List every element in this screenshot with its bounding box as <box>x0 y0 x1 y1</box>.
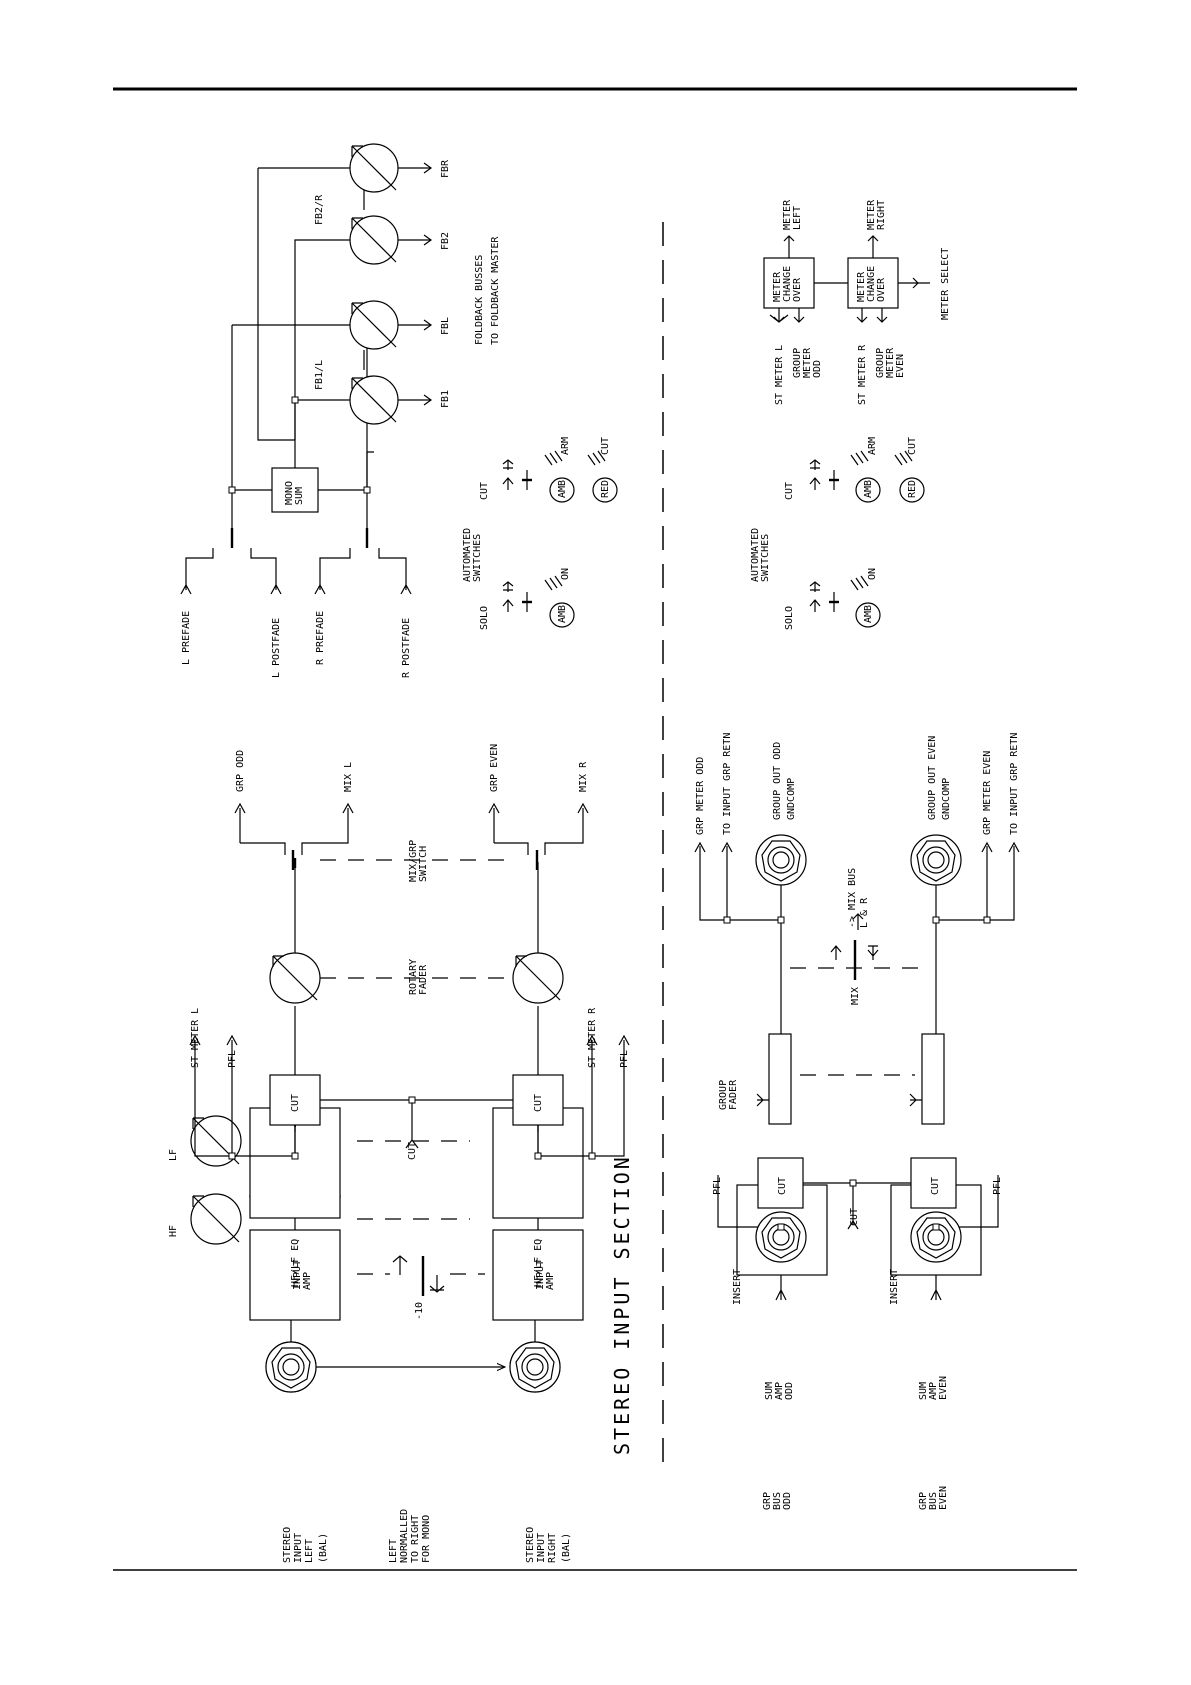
grp-bus-even-label: GRP BUS EVEN <box>918 1486 949 1510</box>
fb2-label: FB2 <box>440 232 451 250</box>
sum-amp-even-label: SUM AMP EVEN <box>918 1376 949 1400</box>
insert-jack-odd <box>755 1211 807 1263</box>
to-input-grp-retn-odd: TO INPUT GRP RETN <box>722 733 733 835</box>
on-label-1: ON <box>560 568 571 580</box>
on-label-2: ON <box>867 568 878 580</box>
stereo-input-block: STEREO INPUT LEFT (BAL) LEFT NORMALLED T… <box>249 1195 584 1563</box>
group-out-odd-label: GROUP OUT ODD GNDCOMP <box>772 736 797 820</box>
group-cut-bus-label: CUT <box>849 1208 860 1226</box>
input-amp-left-label: INPUTAMP <box>292 1260 313 1290</box>
mix-r-label: MIX R <box>578 761 589 792</box>
amb-led-1: AMB <box>557 605 568 623</box>
grp-meter-odd-label: GRP METER ODD <box>695 757 706 835</box>
l-prefade-label: L PREFADE <box>181 611 192 665</box>
group-out-odd-jack <box>755 834 807 886</box>
pad-label: -10 <box>414 1302 425 1320</box>
cut-label-left: CUT <box>290 1094 301 1112</box>
l-postfade-label: L POSTFADE <box>271 618 282 678</box>
mix-switch-label: MIX <box>850 987 861 1005</box>
group-out-even-jack <box>910 834 962 886</box>
input-right-label: STEREO INPUT RIGHT (BAL) <box>525 1521 572 1563</box>
grp-bus-odd-label: GRP BUS ODD <box>762 1486 793 1510</box>
sum-amp-odd-label: SUM AMP ODD <box>764 1376 795 1400</box>
pfl-right-label: PFL <box>619 1050 630 1068</box>
meter-grp-even: GROUP METER EVEN <box>875 342 906 378</box>
lf-label: LF <box>168 1149 179 1161</box>
meter-changeover-2: METER CHANGE OVER <box>856 260 887 302</box>
pfl-left-label: PFL <box>227 1050 238 1068</box>
amb-led-4: AMB <box>863 480 874 498</box>
insert-even-label: INSERT <box>889 1269 900 1305</box>
fbl-label: FBL <box>440 317 451 335</box>
arm-label-1: ARM <box>560 437 571 455</box>
group-fader-label: GROUP FADER <box>718 1074 739 1110</box>
cut-bus-label: CUT <box>407 1142 418 1160</box>
fb1-l-label: FB1/L <box>314 360 325 390</box>
amb-led-3: AMB <box>863 605 874 623</box>
group-cut-odd-label: CUT <box>777 1177 788 1195</box>
group-pfl-even-label: PFL <box>992 1177 1003 1195</box>
red-led-2: RED <box>907 480 918 498</box>
insert-jack-even <box>910 1211 962 1263</box>
fb1-label: FB1 <box>440 390 451 408</box>
cut-switch-label-2: CUT <box>784 482 795 500</box>
to-input-grp-retn-even: TO INPUT GRP RETN <box>1009 733 1020 835</box>
input-left-label: STEREO INPUT LEFT (BAL) <box>282 1521 329 1563</box>
red-led-1: RED <box>600 480 611 498</box>
meter-select-label: METER SELECT <box>940 248 951 320</box>
group-pfl-odd-label: PFL <box>712 1177 723 1195</box>
solo-label: SOLO <box>479 606 490 630</box>
grp-even-label: GRP EVEN <box>489 744 500 792</box>
meter-right-label: METER RIGHT <box>866 194 887 230</box>
group-out-even-label: GROUP OUT EVEN GNDCOMP <box>927 730 952 820</box>
cut-led-label-2: CUT <box>907 437 918 455</box>
input-amp-right-label: INPUTAMP <box>535 1260 556 1290</box>
normalled-label: LEFT NORMALLED TO RIGHT FOR MONO <box>388 1503 432 1563</box>
mix-l-label: MIX L <box>343 762 354 792</box>
meter-grp-odd: GROUP METER ODD <box>792 342 823 378</box>
mix-bus-label: -> MIX BUS L & R <box>847 862 870 928</box>
meter-st-r: ST METER R <box>857 344 868 405</box>
meter-changeover-1: METER CHANGE OVER <box>772 260 803 302</box>
group-cut-even-label: CUT <box>930 1177 941 1195</box>
input-amp-right <box>492 1229 584 1321</box>
cut-led-label-1: CUT <box>600 437 611 455</box>
insert-odd-label: INSERT <box>732 1269 743 1305</box>
st-meter-l-label: ST METER L <box>190 1008 201 1068</box>
arm-label-2: ARM <box>867 437 878 455</box>
section-title: STEREO INPUT SECTION <box>610 1154 634 1455</box>
cut-label-right: CUT <box>533 1094 544 1112</box>
grp-meter-even-label: GRP METER EVEN <box>982 751 993 835</box>
r-prefade-label: R PREFADE <box>315 611 326 665</box>
auto-switches-label-2: AUTOMATED SWITCHES <box>750 522 771 582</box>
r-postfade-label: R POSTFADE <box>401 618 412 678</box>
cut-switch-label: CUT <box>479 482 490 500</box>
meter-st-l: ST METER L <box>774 345 785 405</box>
mix-grp-switch-label: MIX/GRP SWITCH <box>408 834 429 882</box>
meter-left-label: METER LEFT <box>782 194 803 230</box>
foldback-busses-label: FOLDBACK BUSSES TO FOLDBACK MASTER <box>474 236 501 345</box>
eq-right-label: HF/LF EQ <box>533 1239 544 1287</box>
st-meter-r-label: ST METER R <box>587 1007 598 1068</box>
rotary-fader-label: ROTARY FADER <box>408 953 429 995</box>
eq-left-label: HF/LF EQ <box>290 1239 301 1287</box>
grp-odd-label: GRP ODD <box>235 750 246 792</box>
fb2-r-label: FB2/R <box>314 194 325 225</box>
fbr-label: FBR <box>440 159 451 178</box>
mono-sum-label: MONO SUM <box>284 475 305 505</box>
solo-label-2: SOLO <box>784 606 795 630</box>
auto-switches-label: AUTOMATED SWITCHES <box>462 522 483 582</box>
hf-label: HF <box>168 1225 179 1237</box>
amb-led-2: AMB <box>557 480 568 498</box>
